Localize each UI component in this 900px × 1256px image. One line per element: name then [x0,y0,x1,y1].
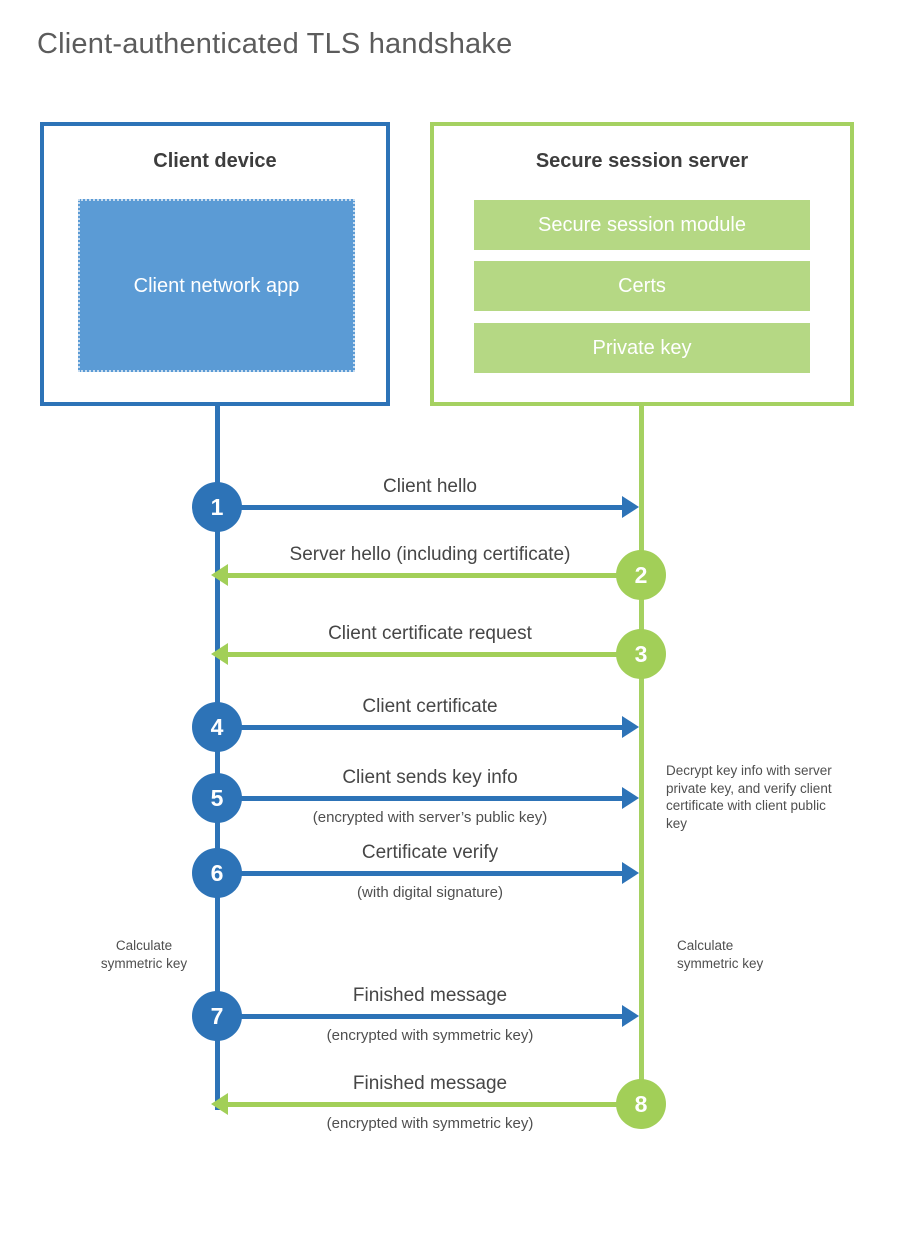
message-6-subtext: (with digital signature) [357,884,503,901]
message-4-label: Client certificate [362,696,498,717]
message-5-subtext: (encrypted with server’s public key) [312,809,548,826]
page-title: Client-authenticated TLS handshake [37,28,513,60]
arrow-3-line [228,652,618,657]
client-lifeline [215,406,220,1110]
step-1-badge: 1 [192,482,242,532]
step-5-badge: 5 [192,773,242,823]
calculate-symmetric-key-note-client: Calculate symmetric key [100,938,188,971]
message-8-label: Finished message [352,1073,508,1094]
arrow-7-line [240,1014,624,1019]
server-module-secure-session: Secure session module [474,200,810,250]
server-module-label: Secure session module [538,213,746,236]
arrow-left-icon [211,1093,228,1115]
message-1-label: Client hello [383,476,477,497]
client-network-app-label: Client network app [133,274,300,297]
message-5-label: Client sends key info [342,767,518,788]
step-6-badge: 6 [192,848,242,898]
step-3-badge: 3 [616,629,666,679]
secure-session-server-box: Secure session server Secure session mod… [430,122,854,406]
arrow-4-line [240,725,624,730]
step-2-badge: 2 [616,550,666,600]
message-7-label: Finished message [352,985,508,1006]
arrow-right-icon [622,787,639,809]
message-3-label: Client certificate request [328,623,532,644]
decrypt-key-note: Decrypt key info with server private key… [666,763,832,831]
step-8-badge: 8 [616,1079,666,1129]
message-8-subtext: (encrypted with symmetric key) [326,1115,534,1132]
arrow-right-icon [622,862,639,884]
arrow-5-line [240,796,624,801]
server-module-label: Certs [618,274,666,297]
client-device-box: Client device Client network app [40,122,390,406]
server-lifeline [639,406,644,1104]
client-device-title: Client device [153,150,277,172]
calculate-symmetric-key-note-server: Calculate symmetric key [677,938,764,971]
client-network-app-box: Client network app [78,199,355,372]
step-4-badge: 4 [192,702,242,752]
message-2-label: Server hello (including certificate) [289,544,571,565]
arrow-right-icon [622,1005,639,1027]
server-module-certs: Certs [474,261,810,311]
arrow-left-icon [211,564,228,586]
server-module-label: Private key [592,336,692,359]
server-module-private-key: Private key [474,323,810,373]
arrow-right-icon [622,496,639,518]
secure-session-server-title: Secure session server [535,150,749,172]
arrow-8-line [228,1102,618,1107]
arrow-2-line [228,573,618,578]
message-7-subtext: (encrypted with symmetric key) [326,1027,534,1044]
arrow-left-icon [211,643,228,665]
message-6-label: Certificate verify [361,842,499,863]
arrow-right-icon [622,716,639,738]
arrow-1-line [240,505,624,510]
arrow-6-line [240,871,624,876]
step-7-badge: 7 [192,991,242,1041]
